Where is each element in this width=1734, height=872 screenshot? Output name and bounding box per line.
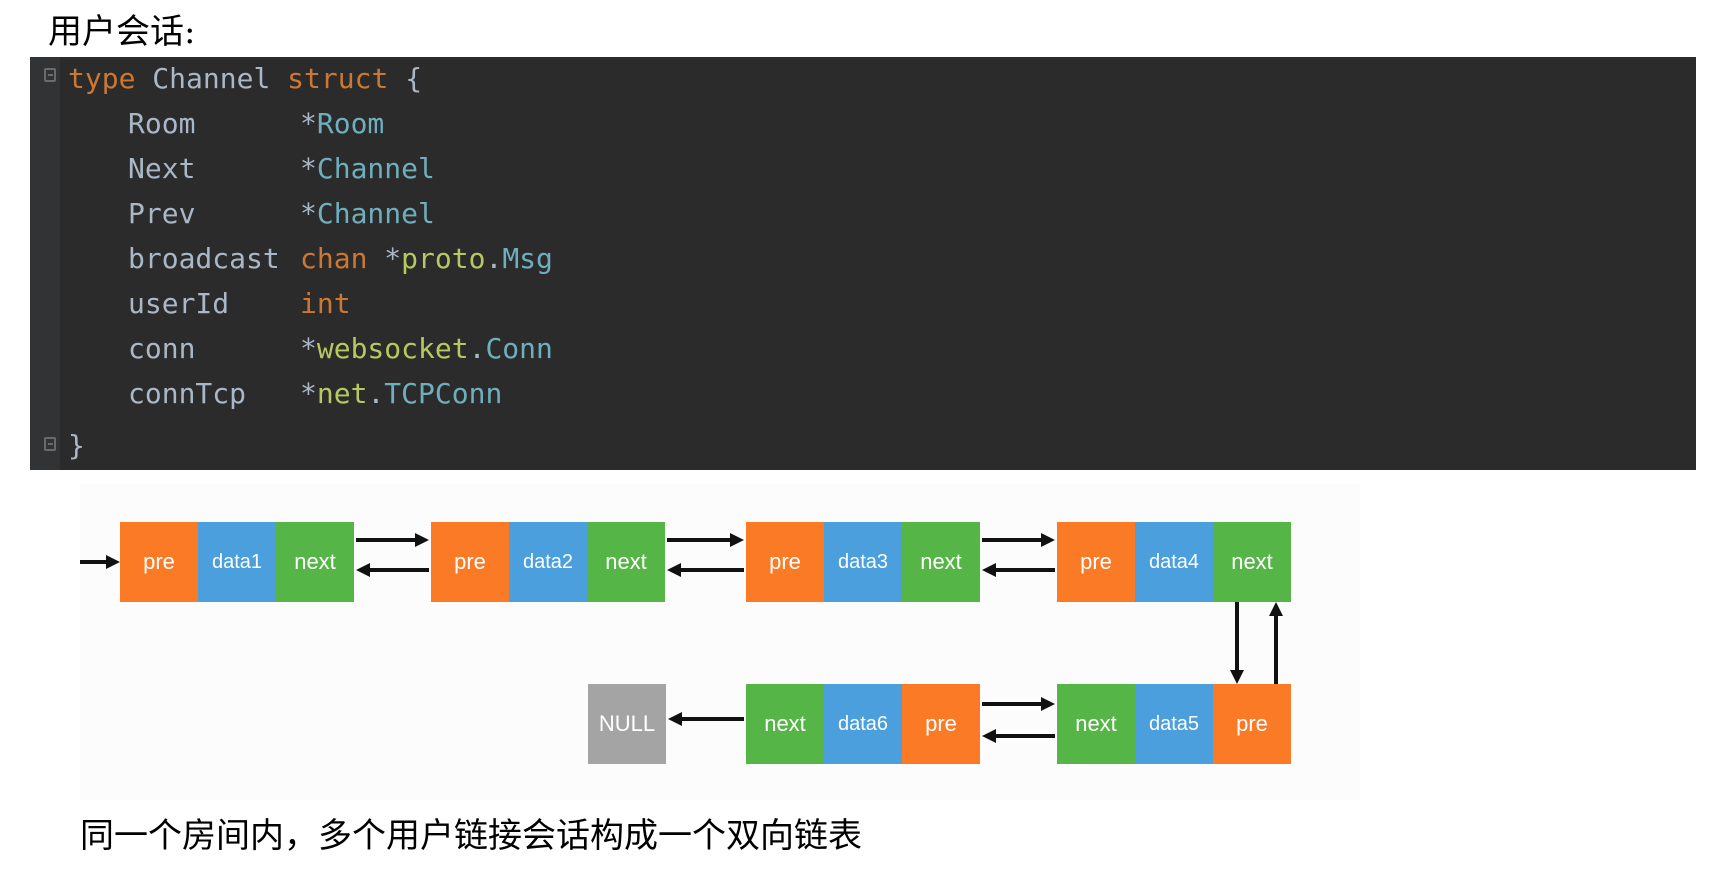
- field-keyword: chan: [300, 242, 368, 275]
- fold-close-icon[interactable]: [44, 437, 56, 451]
- package-dot: .: [468, 332, 486, 365]
- field-type: *Channel: [300, 147, 435, 191]
- node-pre-cell: pre: [902, 684, 980, 764]
- arrow-head-icon: [667, 563, 681, 577]
- node-pre-cell: pre: [746, 522, 824, 602]
- node-next-cell: next: [587, 522, 665, 602]
- package-name: net: [316, 377, 368, 410]
- arrow-head-icon: [1269, 602, 1283, 616]
- pointer-star: *: [300, 377, 317, 410]
- arrow-head-icon: [730, 533, 744, 547]
- section-heading: 用户会话:: [48, 12, 196, 52]
- arrow-head-icon: [982, 729, 996, 743]
- node-data-cell: data6: [824, 684, 902, 764]
- arrow-head-icon: [1230, 670, 1244, 684]
- field-name: conn: [128, 332, 196, 365]
- type-name: Conn: [485, 332, 553, 365]
- code-line-field: connTcp *net.TCPConn: [30, 372, 1630, 416]
- package-name: proto: [401, 242, 486, 275]
- node-pre-cell: pre: [431, 522, 509, 602]
- struct-name: Channel: [152, 62, 271, 95]
- node-next-cell: next: [1213, 522, 1291, 602]
- pointer-star: *: [300, 197, 317, 230]
- field-type: chan *proto.Msg: [300, 237, 553, 281]
- node-pre-cell: pre: [1213, 684, 1291, 764]
- arrow-head-icon: [415, 533, 429, 547]
- type-name: Channel: [316, 152, 435, 185]
- code-line-close: }: [68, 424, 85, 468]
- type-name: TCPConn: [384, 377, 503, 410]
- code-line-field: Next *Channel: [30, 147, 1630, 191]
- field-name: userId: [128, 287, 230, 320]
- code-line-field: Prev *Channel: [30, 192, 1630, 236]
- arrow-head-icon: [1041, 697, 1055, 711]
- close-brace: }: [68, 429, 85, 462]
- arrow-head-icon: [1041, 533, 1055, 547]
- package-name: websocket: [316, 332, 469, 365]
- package-dot: .: [367, 377, 385, 410]
- arrows-layer: [80, 533, 1283, 743]
- editor-gutter: [30, 57, 60, 470]
- open-brace: {: [405, 62, 423, 95]
- field-name: Next: [128, 152, 196, 185]
- node-next-cell: next: [276, 522, 354, 602]
- package-dot: .: [485, 242, 503, 275]
- type-name: Room: [316, 107, 385, 140]
- pointer-star: *: [300, 152, 317, 185]
- pointer-star: *: [300, 332, 317, 365]
- keyword-struct: struct: [287, 62, 389, 95]
- field-type: *Room: [300, 102, 384, 146]
- field-keyword: int: [300, 287, 351, 320]
- keyword-type: type: [68, 62, 136, 95]
- caption: 同一个房间内，多个用户链接会话构成一个双向链表: [80, 816, 862, 856]
- field-type: int: [300, 282, 351, 326]
- arrow-head-icon: [982, 563, 996, 577]
- arrow-head-icon: [356, 563, 370, 577]
- pointer-star: *: [300, 107, 317, 140]
- type-name: Channel: [316, 197, 435, 230]
- arrow-head-icon: [106, 555, 120, 569]
- node-pre-cell: pre: [1057, 522, 1135, 602]
- code-line-field: Room*Room: [30, 102, 1630, 146]
- fold-open-icon[interactable]: [44, 68, 56, 82]
- pointer-star: *: [384, 242, 402, 275]
- arrow-head-icon: [668, 712, 682, 726]
- field-type: *Channel: [300, 192, 435, 236]
- field-name: Prev: [128, 197, 196, 230]
- node-next-cell: next: [746, 684, 824, 764]
- node-data-cell: data1: [198, 522, 276, 602]
- node-data-cell: data5: [1135, 684, 1213, 764]
- code-line-type-decl: type Channel struct {: [68, 57, 422, 101]
- node-next-cell: next: [1057, 684, 1135, 764]
- field-type: *net.TCPConn: [300, 372, 502, 416]
- node-data-cell: data4: [1135, 522, 1213, 602]
- field-type: *websocket.Conn: [300, 327, 553, 371]
- type-name: Msg: [502, 242, 553, 275]
- node-data-cell: data2: [509, 522, 587, 602]
- code-line-field: userId int: [30, 282, 1630, 326]
- code-line-field: conn *websocket.Conn: [30, 327, 1630, 371]
- field-name: connTcp: [128, 377, 247, 410]
- field-name: broadcast: [128, 242, 280, 275]
- node-pre-cell: pre: [120, 522, 198, 602]
- node-data-cell: data3: [824, 522, 902, 602]
- field-name: Room: [128, 107, 196, 140]
- node-next-cell: next: [902, 522, 980, 602]
- null-node: NULL: [588, 684, 666, 764]
- code-line-field: broadcast chan *proto.Msg: [30, 237, 1630, 281]
